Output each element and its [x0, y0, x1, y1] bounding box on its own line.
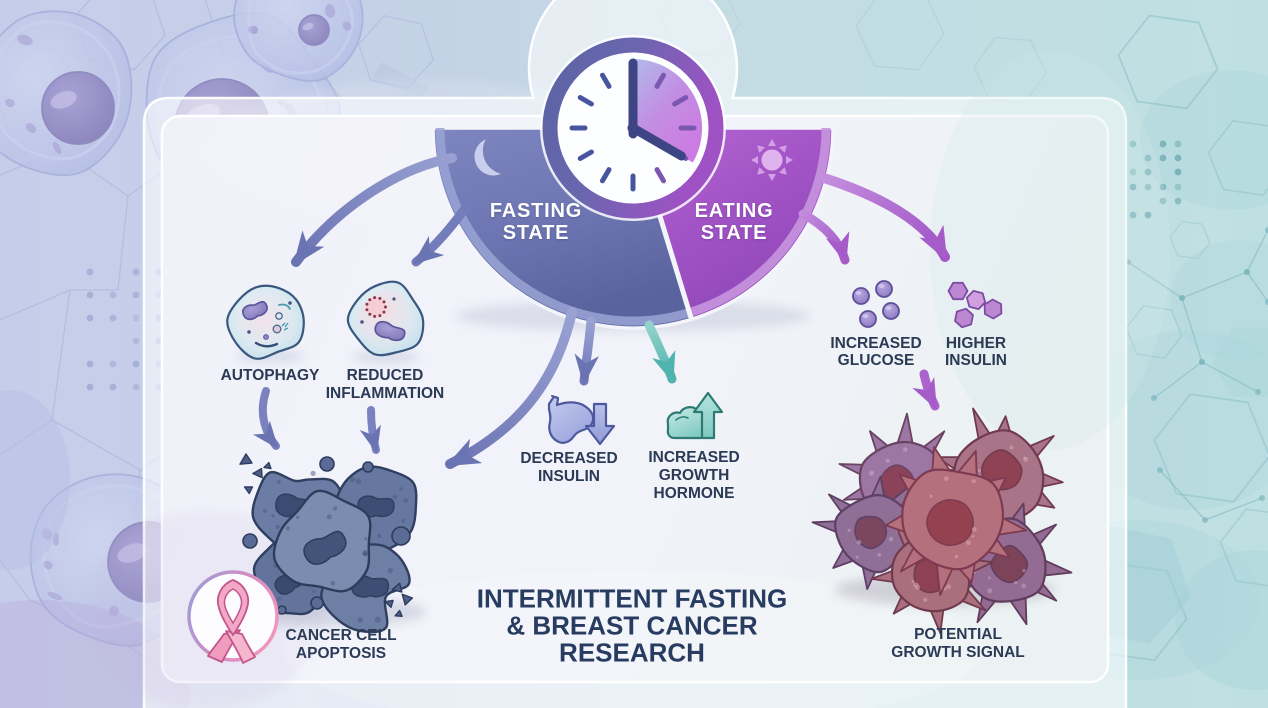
inflammation-cell-icon — [346, 280, 425, 363]
arrow-a1 — [291, 153, 457, 267]
arrow-a6 — [574, 316, 599, 386]
pink-ribbon-icon — [187, 570, 279, 664]
page-title-line: & BREAST CANCER — [506, 610, 758, 641]
page-title-line: INTERMITTENT FASTING — [476, 583, 788, 614]
increased-growth-hormone-label-line: INCREASED — [648, 449, 740, 466]
pathway-icons — [226, 280, 1003, 446]
increased-glucose-label-line: GLUCOSE — [837, 352, 915, 369]
potential-growth-signal-label-line: POTENTIAL — [914, 626, 1002, 643]
tumor-cluster-icon — [811, 407, 1073, 635]
flow-arrows — [252, 153, 950, 469]
glucose-molecules-icon — [852, 280, 900, 328]
autophagy-label-line: AUTOPHAGY — [220, 367, 320, 384]
increased-growth-hormone-label-line: GROWTH — [658, 467, 730, 484]
insulin-hexagons-icon — [947, 281, 1003, 329]
arrow-a5 — [359, 406, 381, 454]
higher-insulin-label-line: INSULIN — [945, 352, 1007, 369]
page-title-line: RESEARCH — [559, 637, 705, 668]
decrease-arrow-icon — [584, 402, 616, 446]
autophagy-label: AUTOPHAGY — [221, 367, 320, 385]
arrow-a3 — [445, 307, 577, 469]
eating-state-label-line: EATING — [694, 200, 774, 222]
arrow-a2 — [411, 201, 472, 267]
arrow-a4 — [252, 387, 280, 450]
decreased-insulin-label-line: INSULIN — [537, 468, 600, 485]
increased-glucose-label-line: INCREASED — [830, 335, 922, 352]
arrow-a7 — [644, 320, 677, 384]
potential-growth-signal-label-line: GROWTH SIGNAL — [891, 644, 1025, 661]
arrow-a8 — [798, 209, 850, 265]
pancreas-icon — [547, 395, 595, 444]
increase-arrow-icon — [692, 391, 724, 440]
cancer-cell-apoptosis-label-line: CANCER CELL — [285, 627, 397, 644]
increased-growth-hormone-label-line: HORMONE — [653, 485, 735, 502]
clock-icon — [540, 35, 726, 221]
cancer-cell-apoptosis-label-line: APOPTOSIS — [295, 645, 387, 662]
arrow-a10 — [912, 369, 940, 411]
arrow-a9 — [819, 173, 950, 262]
higher-insulin-label-line: HIGHER — [945, 335, 1007, 352]
decreased-insulin-label-line: DECREASED — [520, 450, 618, 467]
eating-state-label-line: STATE — [700, 222, 768, 244]
reduced-inflammation-label-line: REDUCED — [346, 367, 424, 384]
autophagy-cell-icon — [226, 284, 305, 362]
fasting-state-label-line: FASTING — [489, 200, 583, 222]
fasting-state-label-line: STATE — [502, 222, 570, 244]
reduced-inflammation-label-line: INFLAMMATION — [325, 385, 445, 402]
